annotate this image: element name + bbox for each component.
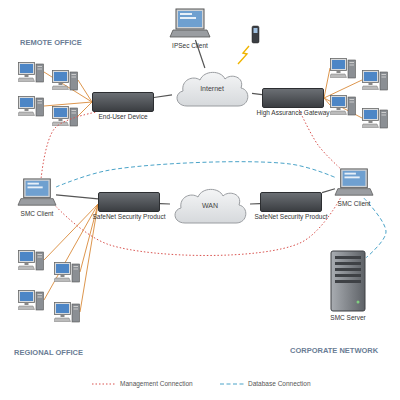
legend-item: Database Connection [220, 380, 311, 387]
workstation-icon [52, 71, 78, 91]
phone-icon [252, 26, 259, 43]
area-label: REMOTE OFFICE [20, 38, 82, 47]
legend-line [92, 383, 116, 384]
device-label: SMC Server [330, 314, 365, 321]
network-cloud: WAN [170, 185, 250, 227]
legend-text: Management Connection [120, 380, 193, 387]
cloud-label: Internet [200, 85, 224, 93]
lan-wire [324, 98, 330, 105]
management-connection [41, 112, 97, 178]
client-laptop: SMC Client [335, 168, 373, 198]
lan-wire [78, 102, 92, 116]
legend-item: Management Connection [92, 380, 193, 387]
server-shape [330, 250, 366, 312]
workstation-icon [330, 59, 356, 79]
workstation-icon [54, 263, 80, 283]
lan-wires [44, 68, 362, 312]
area-label: REGIONAL OFFICE [14, 348, 83, 357]
cloud-label: WAN [202, 202, 218, 210]
workstation-icon [362, 109, 388, 129]
network-cloud: Internet [172, 68, 252, 110]
wireless-bolt [238, 46, 249, 64]
lan-wire [78, 80, 92, 102]
server-tower: SMC Server [330, 250, 366, 312]
workstation-icon [18, 291, 44, 311]
laptop-shape [335, 168, 373, 198]
client-laptop: SMC Client [18, 178, 56, 208]
workstation-icon [330, 96, 356, 116]
legend-swatch [220, 381, 244, 387]
phone [238, 26, 259, 64]
device-label: High Assurance Gateway [257, 109, 330, 116]
device-label: SafeNet Security Product [255, 213, 328, 220]
legend-text: Database Connection [248, 380, 311, 387]
network-link [160, 203, 170, 205]
workstation-icon [362, 71, 388, 91]
workstation-icon [18, 63, 44, 83]
security-device: SafeNet Security Product [98, 192, 160, 212]
legend-swatch [92, 381, 116, 387]
device-label: SafeNet Security Product [93, 213, 166, 220]
gateway-device: High Assurance Gateway [262, 88, 324, 108]
lan-wire [324, 68, 330, 98]
network-link [252, 93, 262, 94]
lan-wire [80, 204, 98, 312]
workstation-icon [18, 97, 44, 117]
lan-wire [44, 102, 92, 106]
phone-screen [254, 28, 258, 33]
workstation-icon [52, 107, 78, 127]
network-link [154, 95, 172, 98]
management-connection [298, 108, 339, 168]
client-laptop: IPSec Client [170, 8, 210, 40]
network-link [250, 203, 260, 205]
laptop-shape [18, 178, 56, 208]
device-label: SMC Client [21, 210, 54, 217]
workstation-icon [18, 251, 44, 271]
network-link [322, 189, 335, 193]
device-label: End-User Device [98, 113, 147, 120]
area-label: CORPORATE NETWORK [290, 346, 378, 355]
device-label: SMC Client [338, 200, 371, 207]
database-connection [56, 162, 335, 187]
legend-line [220, 383, 244, 384]
laptop-shape [170, 8, 210, 40]
network-device: End-User Device [92, 92, 154, 112]
workstation-icon [54, 303, 80, 323]
security-device: SafeNet Security Product [260, 192, 322, 212]
device-label: IPSec Client [172, 42, 208, 49]
workstations [18, 59, 388, 323]
network-link [56, 195, 98, 199]
